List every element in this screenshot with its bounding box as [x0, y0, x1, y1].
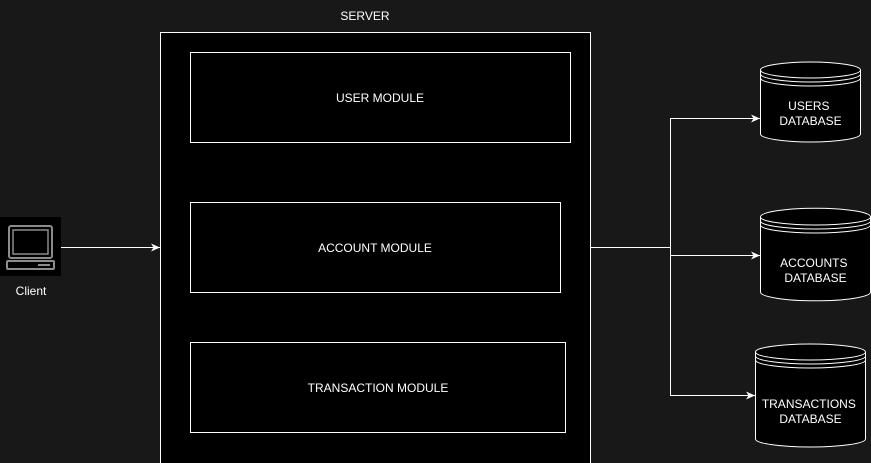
users-db-label: USERS DATABASE	[779, 99, 841, 128]
computer-icon	[6, 225, 55, 270]
user-module-label: USER MODULE	[336, 91, 424, 105]
arrow-to-users-db	[591, 114, 760, 248]
arrow-to-transactions-db	[670, 247, 755, 400]
server-to-db-connectors	[591, 114, 760, 400]
transactions-db-label: TRANSACTIONS DATABASE	[762, 397, 859, 426]
transaction-module-label: TRANSACTION MODULE	[308, 381, 449, 395]
account-module[interactable]: ACCOUNT MODULE	[190, 202, 561, 293]
client-node[interactable]: Client	[0, 217, 61, 298]
server-label: SERVER	[340, 9, 389, 23]
client-label: Client	[16, 284, 47, 298]
transaction-module[interactable]: TRANSACTION MODULE	[190, 342, 566, 433]
user-module[interactable]: USER MODULE	[190, 52, 571, 143]
transactions-database[interactable]: TRANSACTIONS DATABASE	[755, 343, 866, 448]
users-database[interactable]: USERS DATABASE	[760, 61, 861, 143]
account-module-label: ACCOUNT MODULE	[318, 241, 432, 255]
accounts-database[interactable]: ACCOUNTS DATABASE	[760, 207, 871, 302]
accounts-db-label: ACCOUNTS DATABASE	[780, 256, 851, 285]
